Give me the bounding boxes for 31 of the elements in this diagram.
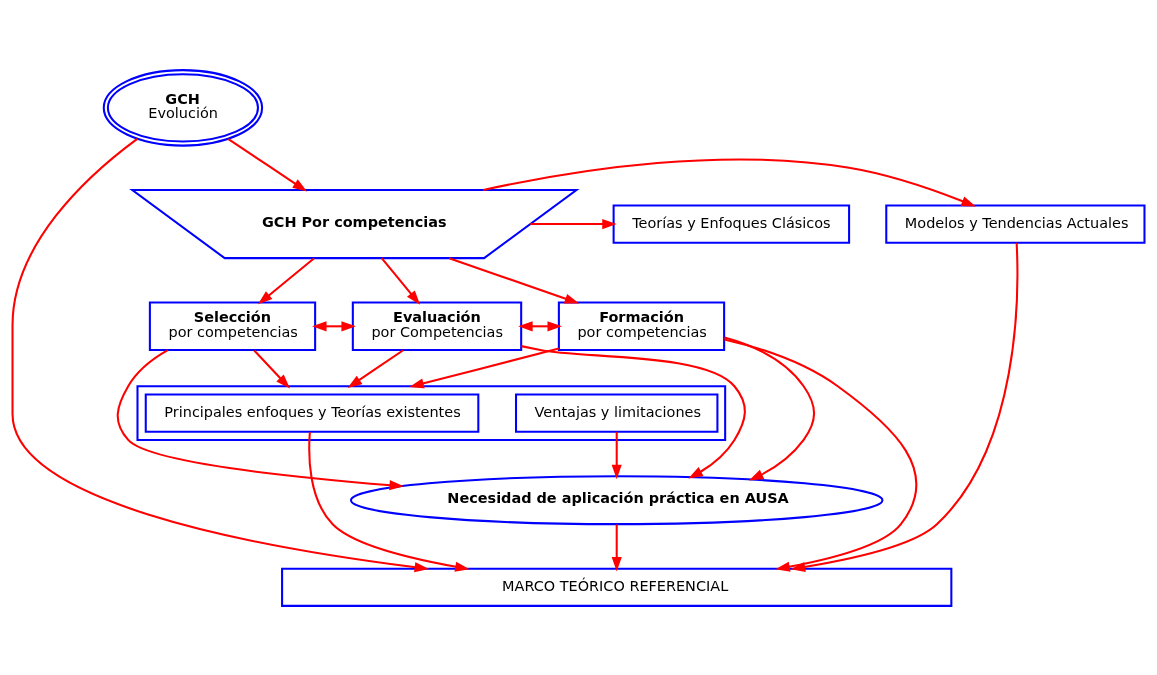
arrow	[257, 256, 315, 304]
node-box: Selección por competencias	[148, 301, 317, 351]
arrow	[790, 242, 1019, 572]
node-box: Principales enfoques y Teorías existentes	[144, 392, 480, 433]
node-box: MARCO TEÓRICO REFERENCIAL	[281, 567, 953, 607]
arrow	[312, 320, 356, 331]
arrow	[11, 137, 430, 572]
node-ellipse: Necesidad de aplicación práctica en AUSA	[349, 474, 884, 525]
arrow	[347, 348, 404, 388]
node-box: Formación por competencias	[557, 301, 726, 351]
arrow	[448, 256, 580, 304]
arrow	[227, 137, 308, 192]
arrow	[483, 158, 976, 207]
arrow	[611, 523, 622, 572]
node-ellipse: GCH Evolución	[102, 68, 264, 147]
node-box: Modelos y Tendencias Actuales	[885, 203, 1146, 244]
arrow	[116, 348, 404, 490]
arrow	[253, 349, 290, 388]
node-box: Ventajas y limitaciones	[515, 392, 719, 433]
arrow	[521, 344, 746, 479]
arrow	[518, 320, 562, 331]
cluster	[136, 384, 727, 441]
arrow	[380, 257, 421, 305]
node-box: Evaluación por Competencias	[351, 301, 523, 351]
arrow	[308, 431, 470, 572]
arrow	[724, 337, 918, 572]
arrow	[724, 336, 816, 481]
arrow	[611, 431, 622, 479]
arrow	[530, 218, 617, 229]
node-box: Teorías y Enfoques Clásicos	[612, 203, 851, 244]
arrow	[409, 347, 560, 388]
